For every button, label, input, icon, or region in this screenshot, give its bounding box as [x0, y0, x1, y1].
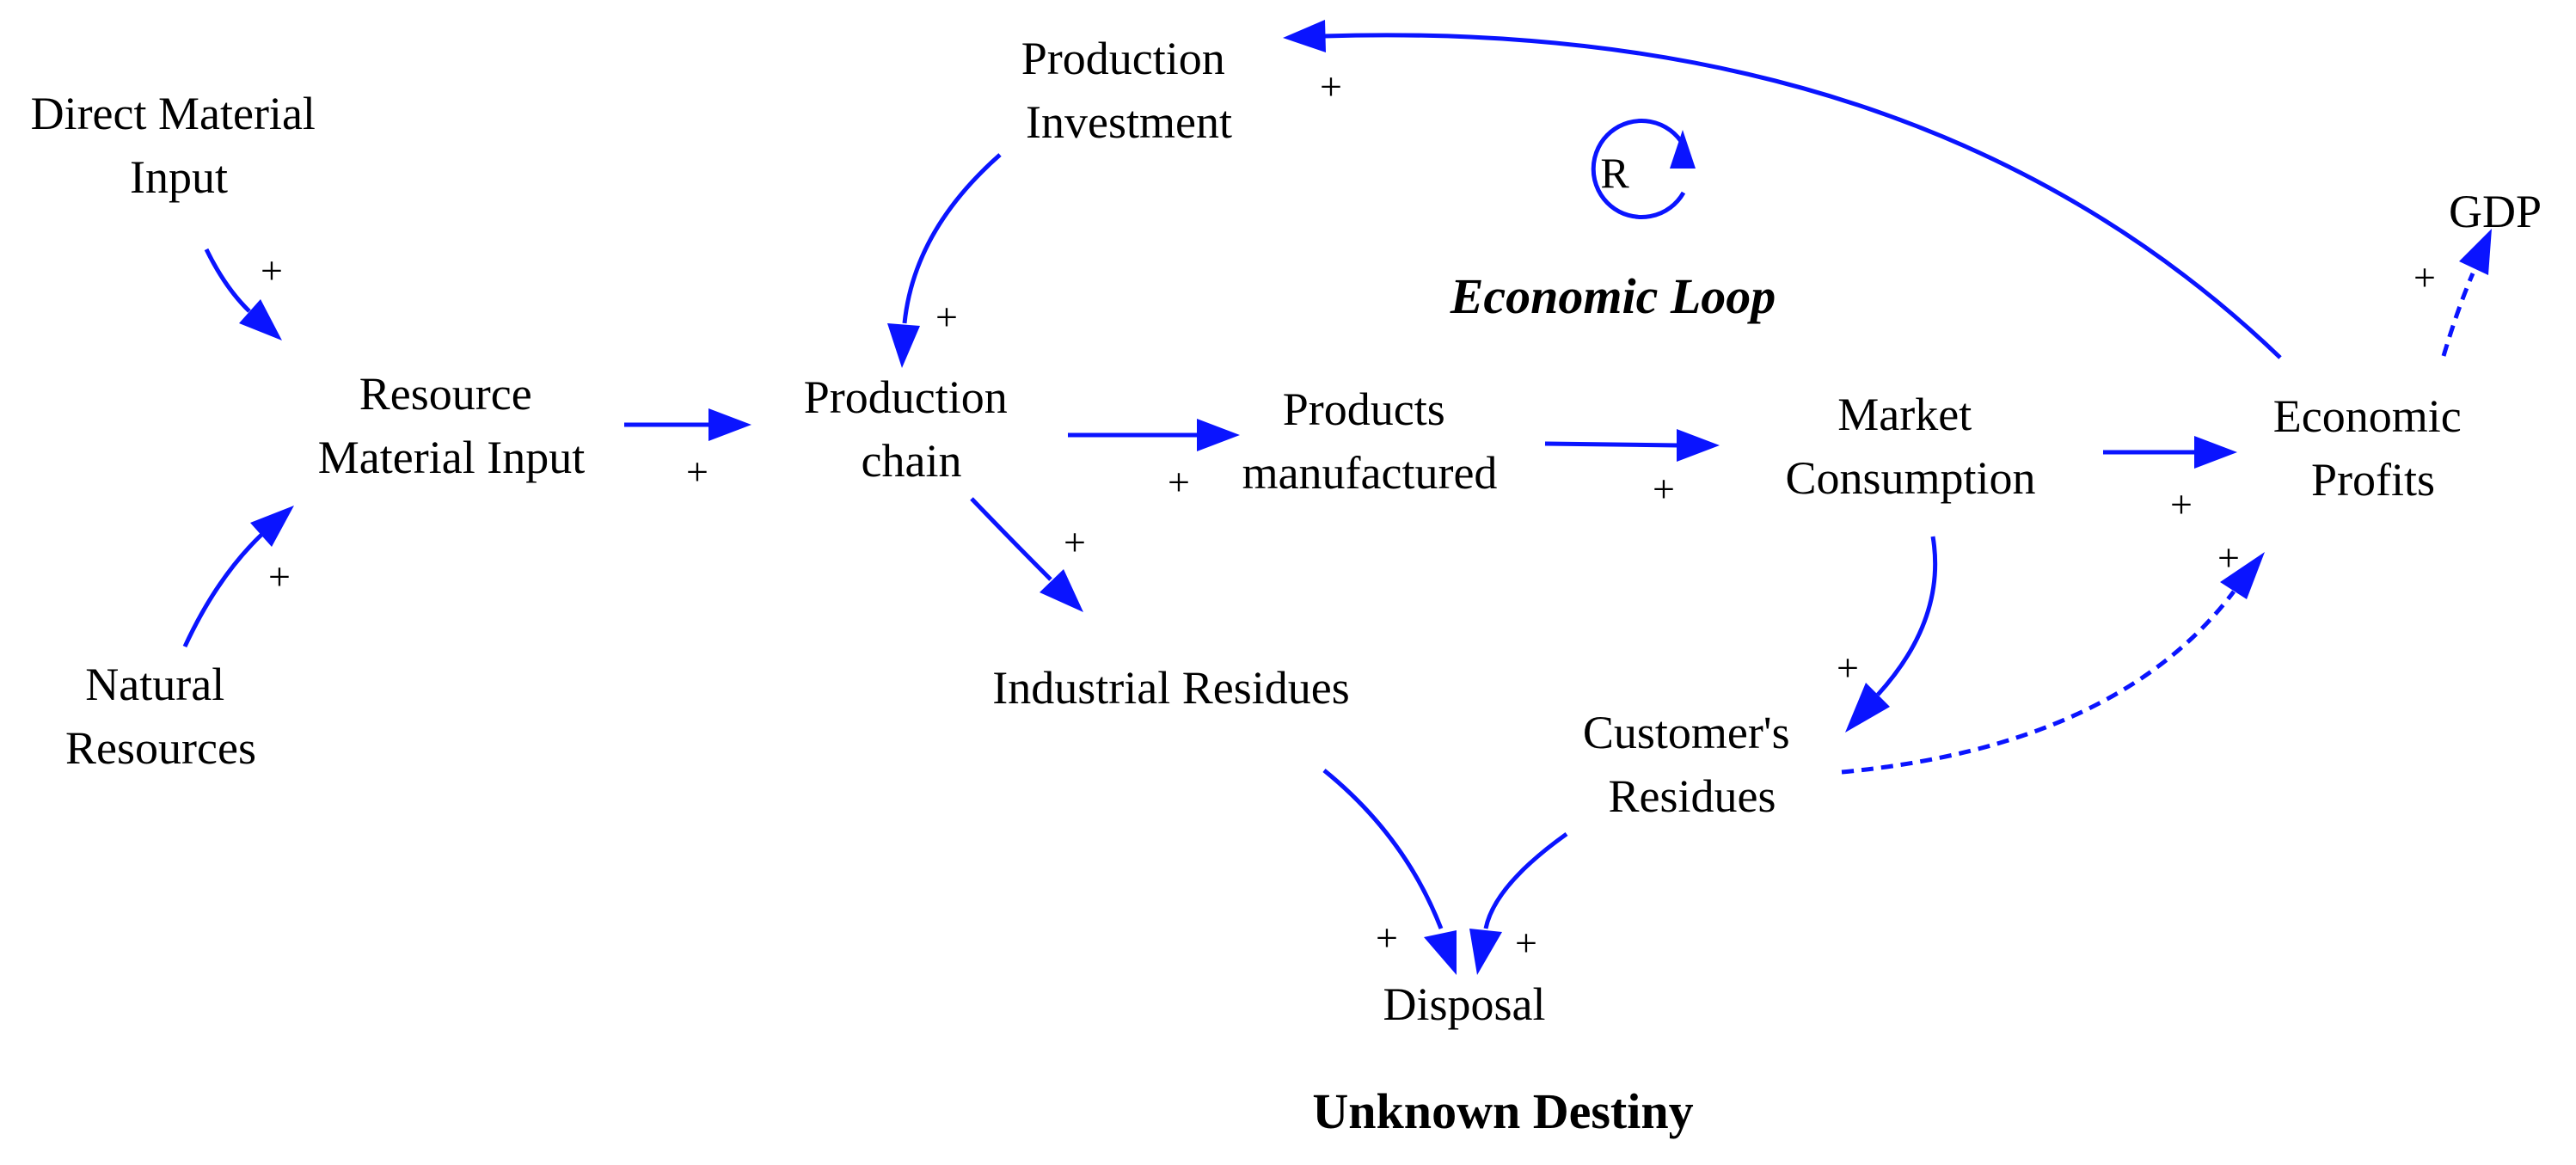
var-products-manufactured-line2: manufactured [1242, 447, 1498, 499]
var-products-manufactured: Products manufactured [1242, 383, 1498, 499]
polarity-products-manufactured-to-market-consumption: + [1653, 467, 1675, 511]
arrowhead-natural-resources-to-resource-material [250, 506, 294, 547]
loop-arrowhead [1670, 130, 1696, 169]
link-direct-material-to-resource-material [204, 248, 251, 313]
polarity-economic-profits-to-production-investment: + [1320, 64, 1342, 108]
var-market-consumption-line1: Market [1837, 389, 1972, 440]
var-direct-material-input: Direct Material Input [31, 88, 328, 203]
arrowhead-economic-profits-to-production-investment [1283, 20, 1326, 52]
link-industrial-residues-to-disposal [1322, 769, 1444, 929]
var-production-chain-line1: Production [804, 371, 1008, 423]
link-economic-profits-to-production-investment [1323, 33, 2282, 359]
arrowhead-customers-residues-to-economic-profits [2220, 552, 2265, 599]
polarity-production-chain-to-products-manufactured: + [1168, 460, 1190, 504]
var-production-investment: Production Investment [1021, 33, 1237, 148]
link-production-chain-to-industrial-residues [970, 497, 1052, 581]
polarity-industrial-residues-to-disposal: + [1376, 916, 1398, 960]
var-natural-resources: Natural Resources [65, 659, 256, 774]
polarity-economic-profits-to-gdp: + [2413, 255, 2436, 299]
polarity-customers-residues-to-economic-profits: + [2217, 536, 2240, 579]
var-economic-profits-line1: Economic [2273, 390, 2462, 442]
annotation-unknown-destiny: Unknown Destiny [1312, 1083, 1693, 1139]
var-production-investment-line2: Investment [1026, 96, 1232, 148]
var-resource-material-input: Resource Material Input [318, 368, 585, 483]
var-market-consumption-line2: Consumption [1785, 452, 2035, 504]
link-market-consumption-to-customers-residues [1876, 536, 1938, 696]
arrowhead-industrial-residues-to-disposal [1424, 930, 1457, 975]
link-production-investment-to-production-chain [902, 153, 1002, 324]
var-gdp: GDP [2449, 186, 2542, 237]
var-industrial-residues: Industrial Residues [992, 662, 1349, 714]
polarity-natural-resources-to-resource-material: + [268, 555, 291, 598]
link-customers-residues-to-economic-profits [1841, 590, 2236, 775]
loop-circle-arrow [1591, 119, 1686, 219]
link-products-manufactured-to-market-consumption [1544, 441, 1679, 448]
var-products-manufactured-line1: Products [1283, 383, 1445, 435]
loop-symbol: R [1600, 149, 1629, 197]
link-natural-resources-to-resource-material [182, 533, 263, 648]
arrowhead-market-consumption-to-economic-profits [2194, 436, 2237, 469]
polarity-market-consumption-to-economic-profits: + [2170, 482, 2193, 526]
var-customers-residues-line2: Residues [1609, 770, 1776, 822]
var-direct-material-input-line2: Input [130, 151, 228, 203]
link-customers-residues-to-disposal [1483, 831, 1568, 929]
var-disposal: Disposal [1383, 978, 1546, 1030]
var-production-chain: Production chain [804, 371, 1020, 487]
var-production-chain-line2: chain [862, 435, 962, 487]
arrowhead-production-chain-to-industrial-residues [1040, 569, 1083, 612]
arrowhead-direct-material-to-resource-material [239, 299, 282, 340]
var-economic-profits-line2: Profits [2311, 454, 2435, 506]
arrowhead-customers-residues-to-disposal [1469, 929, 1502, 975]
arrowhead-resource-material-to-production-chain [708, 408, 751, 441]
polarity-production-investment-to-production-chain: + [935, 295, 958, 339]
var-production-investment-line1: Production [1021, 33, 1225, 84]
var-resource-material-input-line1: Resource [359, 368, 532, 420]
link-economic-profits-to-gdp [2441, 273, 2475, 357]
arrowhead-products-manufactured-to-market-consumption [1677, 429, 1720, 462]
loop-name: Economic Loop [1450, 268, 1776, 324]
polarity-direct-material-to-resource-material: + [261, 248, 283, 292]
var-economic-profits: Economic Profits [2273, 390, 2473, 506]
arrowhead-economic-profits-to-gdp [2459, 229, 2492, 275]
arrowhead-market-consumption-to-customers-residues [1845, 683, 1890, 733]
var-resource-material-input-line2: Material Input [318, 432, 585, 483]
var-customers-residues: Customer's Residues [1583, 707, 1801, 822]
var-natural-resources-line2: Resources [65, 722, 256, 774]
polarity-production-chain-to-industrial-residues: + [1064, 520, 1086, 564]
var-market-consumption: Market Consumption [1785, 389, 2035, 504]
var-customers-residues-line1: Customer's [1583, 707, 1790, 758]
var-natural-resources-line1: Natural [85, 659, 224, 710]
polarity-market-consumption-to-customers-residues: + [1837, 646, 1859, 690]
arrowhead-production-investment-to-production-chain [887, 323, 920, 368]
polarity-customers-residues-to-disposal: + [1515, 921, 1537, 965]
var-direct-material-input-line1: Direct Material [31, 88, 316, 139]
polarity-resource-material-to-production-chain: + [686, 450, 708, 494]
arrowhead-production-chain-to-products-manufactured [1197, 419, 1240, 451]
